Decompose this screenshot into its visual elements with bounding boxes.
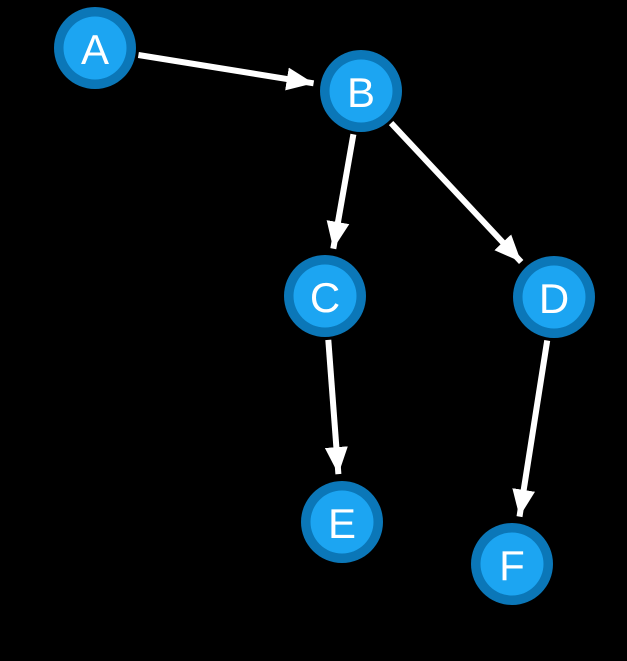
- node-body: [293, 264, 357, 328]
- graph-edge-D-F: [512, 340, 551, 518]
- graph-node-D[interactable]: D: [513, 256, 595, 338]
- graph-edge-A-B: [137, 52, 315, 91]
- graph-edge-C-E: [324, 339, 348, 475]
- node-body: [480, 532, 544, 596]
- node-body: [310, 490, 374, 554]
- graph-node-A[interactable]: A: [54, 7, 136, 89]
- graph-node-B[interactable]: B: [320, 50, 402, 132]
- graph-edge-B-D: [388, 121, 524, 265]
- node-body: [63, 16, 127, 80]
- graph-edge-B-C: [326, 133, 357, 250]
- graph-node-F[interactable]: F: [471, 523, 553, 605]
- graph-node-C[interactable]: C: [284, 255, 366, 337]
- node-body: [522, 265, 586, 329]
- graph-node-E[interactable]: E: [301, 481, 383, 563]
- node-body: [329, 59, 393, 123]
